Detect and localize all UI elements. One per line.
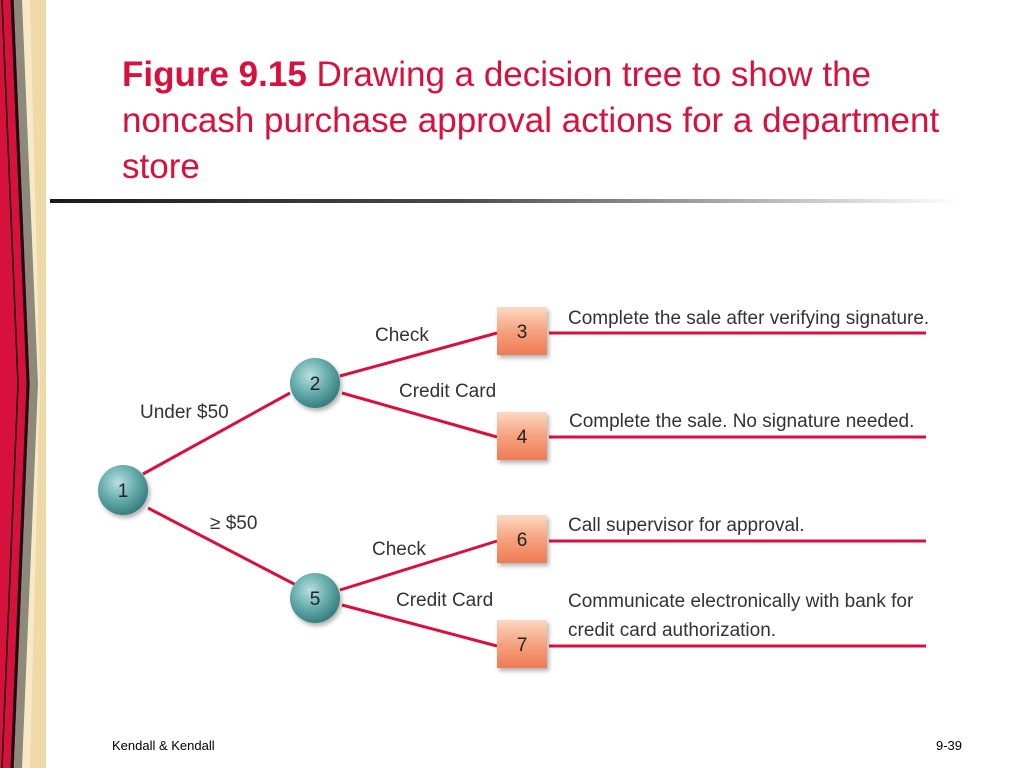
slide-title: Figure 9.15 Drawing a decision tree to s…	[122, 52, 982, 190]
condition-credit-card-upper: Credit Card	[399, 381, 496, 402]
action-node-label: 3	[517, 322, 528, 343]
action-node-6: 6	[497, 515, 547, 563]
action-text-6: Call supervisor for approval.	[568, 515, 805, 536]
action-text-3: Complete the sale after verifying signat…	[568, 308, 929, 329]
title-divider	[50, 199, 960, 203]
branch-1-to-5	[147, 506, 297, 587]
footer-page-number: 9-39	[935, 738, 962, 753]
condition-check-upper: Check	[375, 325, 429, 346]
branch-5-to-7	[341, 603, 498, 648]
figure-number: Figure 9.15	[122, 55, 307, 94]
decision-node-2: 2	[290, 358, 340, 408]
action-text-4: Complete the sale. No signature needed.	[569, 411, 914, 432]
branch-2-to-3	[339, 331, 498, 378]
action-node-label: 7	[517, 635, 528, 656]
figure-caption: Drawing a decision tree to show the nonc…	[122, 55, 940, 186]
action-node-4: 4	[497, 412, 547, 460]
decision-node-1: 1	[98, 465, 148, 515]
footer-author: Kendall & Kendall	[112, 738, 215, 753]
action-node-3: 3	[497, 307, 547, 355]
condition-over-50: ≥ $50	[210, 513, 257, 534]
decision-node-label: 2	[310, 374, 321, 395]
decision-node-5: 5	[290, 573, 340, 623]
action-node-label: 6	[517, 530, 528, 551]
condition-check-lower: Check	[372, 539, 426, 560]
branch-5-to-6	[339, 539, 498, 592]
decision-node-label: 1	[118, 481, 129, 502]
action-node-7: 7	[497, 620, 547, 668]
decision-node-label: 5	[310, 589, 321, 610]
left-decorative-band	[0, 0, 46, 768]
action-text-7-line2: credit card authorization.	[568, 620, 776, 641]
action-node-label: 4	[517, 427, 528, 448]
branch-1-to-2	[142, 391, 291, 476]
condition-under-50: Under $50	[140, 402, 229, 423]
condition-credit-card-lower: Credit Card	[396, 590, 493, 611]
action-text-7-line1: Communicate electronically with bank for	[568, 591, 914, 612]
branch-2-to-4	[341, 391, 498, 439]
